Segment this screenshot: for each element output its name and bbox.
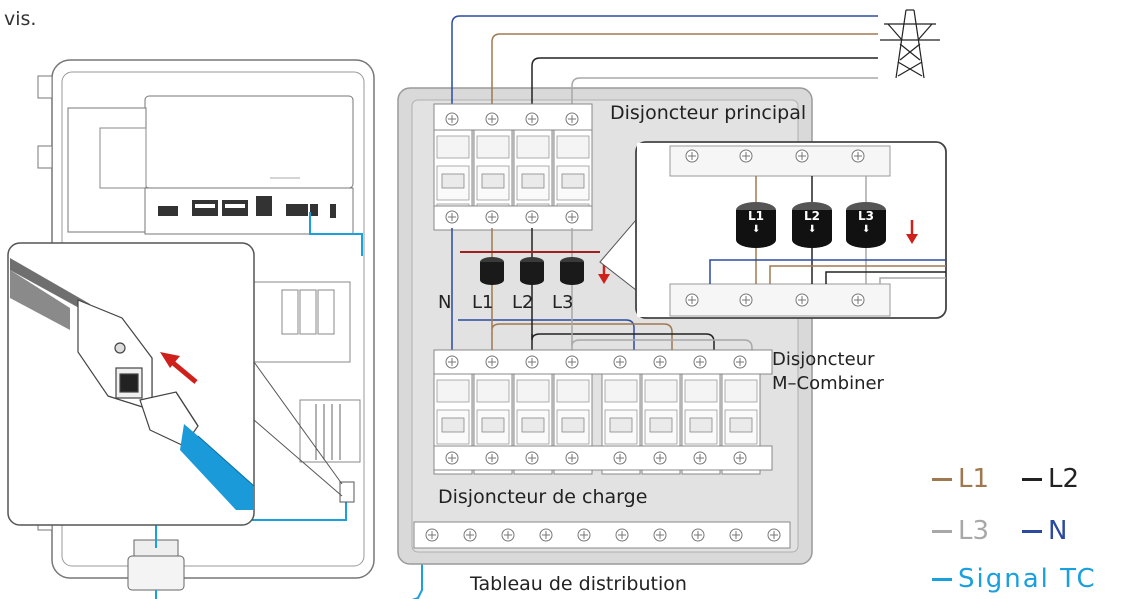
main-breaker-label: Disjoncteur principal <box>610 102 807 124</box>
phase-label-n: N <box>438 292 452 313</box>
main-breaker-block <box>433 103 593 231</box>
ct-arrow-l1: ⬇ <box>752 224 761 235</box>
legend-item-l2: L2 <box>1022 464 1079 494</box>
legend-label-n: N <box>1048 516 1068 546</box>
grid-feed-lines <box>451 15 878 116</box>
legend-label-l1: L1 <box>958 464 990 494</box>
legend-swatch-l3 <box>932 530 952 533</box>
legend-label-l2: L2 <box>1048 464 1080 494</box>
legend-item-l1: L1 <box>932 464 989 494</box>
legend-swatch-l1 <box>932 478 952 481</box>
caption-fragment: vis. <box>4 8 37 30</box>
legend-label-signal: Signal TC <box>958 564 1097 594</box>
ct-label-l3: L3 <box>858 209 874 223</box>
ct-label-l1: L1 <box>748 209 764 223</box>
phase-label-l1: L1 <box>472 292 494 313</box>
main-to-load-lines <box>451 228 753 350</box>
load-breaker-label: Disjoncteur de charge <box>438 486 648 508</box>
legend-swatch-signal <box>932 578 952 581</box>
mcombiner-breaker-label-line1: Disjoncteur <box>772 349 875 370</box>
neutral-terminal-rail <box>413 521 791 549</box>
red-down-arrow-icon <box>906 220 918 244</box>
mcombiner-breaker-label-line2: M–Combiner <box>772 373 884 394</box>
ct-arrow-l2: ⬇ <box>808 224 817 235</box>
legend-label-l3: L3 <box>958 516 990 546</box>
phase-label-l3: L3 <box>552 292 574 313</box>
legend-swatch-l2 <box>1022 478 1042 481</box>
connector <box>339 481 355 503</box>
legend-item-n: N <box>1022 516 1067 546</box>
connector-zoom-callout <box>7 242 343 526</box>
legend-swatch-n <box>1022 530 1042 533</box>
distribution-board-label: Tableau de distribution <box>470 573 687 595</box>
transmission-tower-icon <box>880 9 940 79</box>
ct-label-l2: L2 <box>804 209 820 223</box>
ct-zoom-callout <box>599 141 947 319</box>
legend-item-signal: Signal TC <box>932 564 1097 594</box>
ct-arrow-l3: ⬇ <box>862 224 871 235</box>
load-breaker-block <box>433 349 773 475</box>
legend-item-l3: L3 <box>932 516 989 546</box>
ct-sensors-small <box>480 257 584 285</box>
red-diagonal-arrow-icon <box>160 352 198 384</box>
phase-label-l2: L2 <box>512 292 534 313</box>
